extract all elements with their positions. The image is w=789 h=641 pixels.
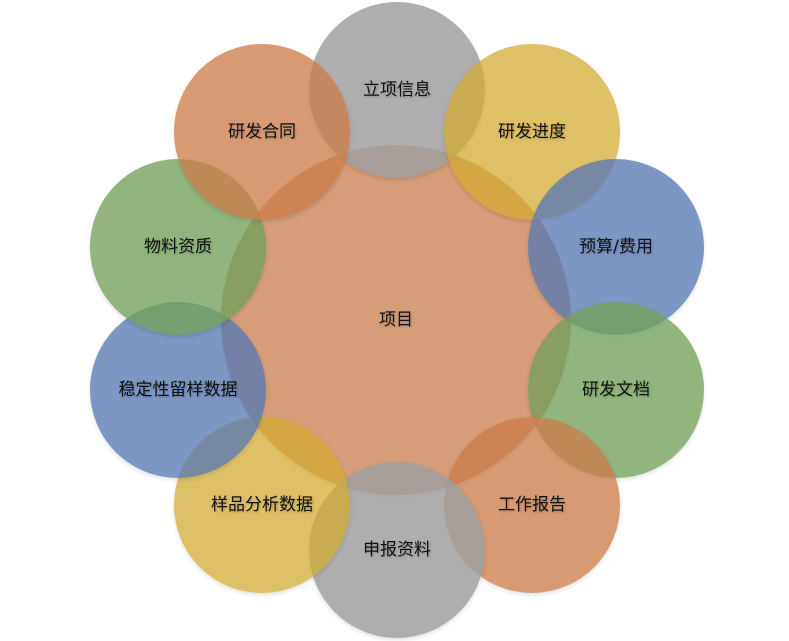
node-label: 立项信息 <box>363 80 431 100</box>
node-label: 稳定性留样数据 <box>118 380 238 400</box>
node-label: 研发文档 <box>582 380 650 400</box>
node-label: 研发进度 <box>498 122 566 142</box>
node-rd-contract: 研发合同 <box>174 44 350 220</box>
node-label: 工作报告 <box>498 495 566 515</box>
node-label: 研发合同 <box>228 122 296 142</box>
node-stability-retention-data: 稳定性留样数据 <box>90 302 266 478</box>
node-material-qualification: 物料资质 <box>90 159 266 335</box>
node-label: 样品分析数据 <box>211 495 313 515</box>
node-label: 预算/费用 <box>579 237 653 257</box>
center-label: 项目 <box>379 310 413 330</box>
node-label: 物料资质 <box>144 237 212 257</box>
node-label: 申报资料 <box>363 540 431 560</box>
